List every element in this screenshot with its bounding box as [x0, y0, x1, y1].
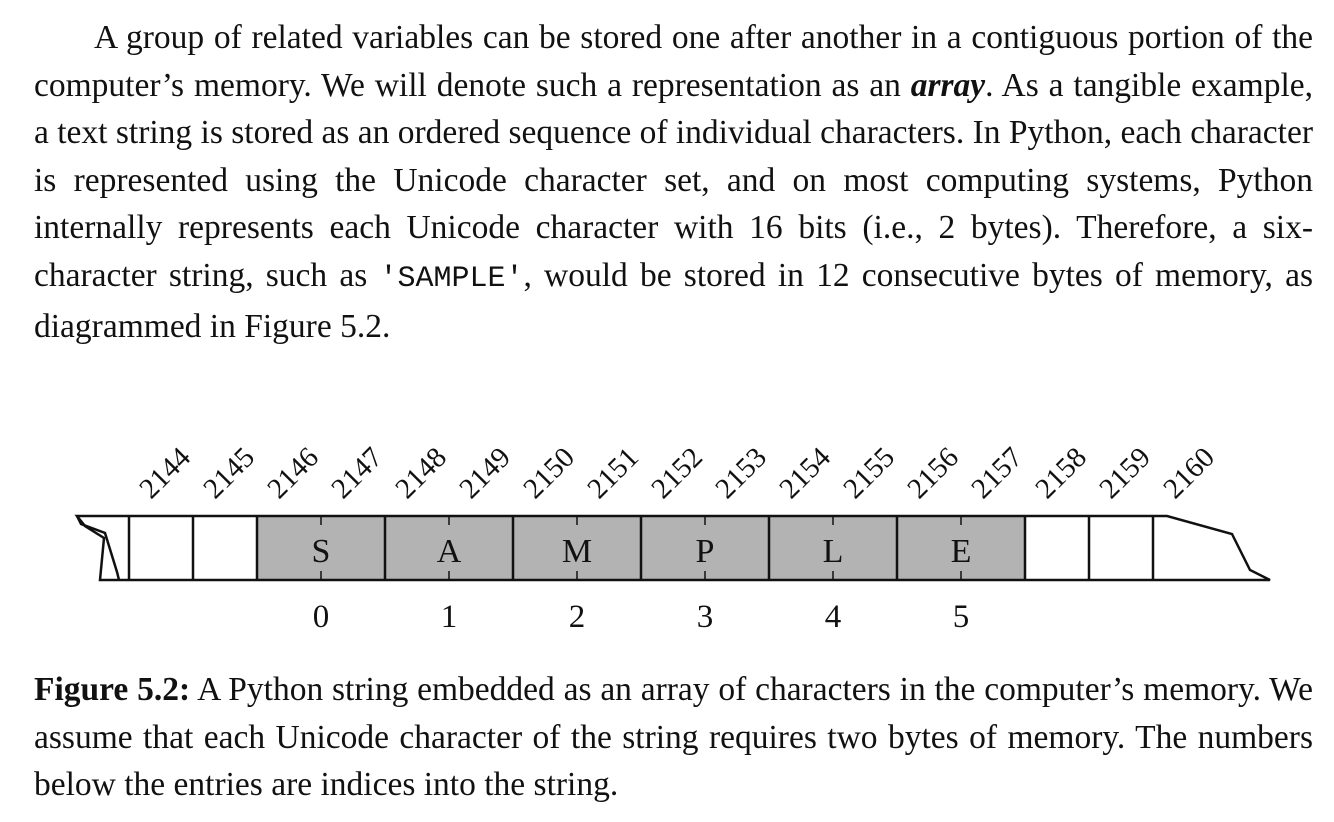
array-character: L	[823, 533, 844, 570]
array-index: 1	[441, 599, 458, 635]
address-label: 2144	[133, 441, 197, 505]
address-label: 2145	[197, 441, 261, 505]
figure-caption: Figure 5.2: A Python string embedded as …	[34, 666, 1313, 809]
address-label: 2146	[261, 441, 325, 505]
address-label: 2157	[965, 441, 1029, 505]
address-label: 2150	[517, 441, 581, 505]
address-label: 2158	[1029, 441, 1093, 505]
array-index: 5	[953, 599, 970, 635]
array-index: 0	[313, 599, 330, 635]
array-character: M	[562, 533, 592, 570]
address-label: 2151	[581, 441, 645, 505]
address-label: 2153	[709, 441, 773, 505]
caption-label: Figure 5.2:	[34, 671, 191, 708]
array-character: S	[312, 533, 331, 570]
address-label: 2155	[837, 441, 901, 505]
array-character: E	[951, 533, 972, 570]
torn-edge-left	[75, 515, 121, 581]
term-array: array	[910, 66, 986, 104]
address-label: 2156	[901, 441, 965, 505]
address-label: 2148	[389, 441, 453, 505]
array-character: A	[437, 533, 462, 570]
paragraph-text-2: . As a tangible example, a text string i…	[34, 66, 1314, 294]
address-label: 2159	[1093, 441, 1157, 505]
address-label: 2152	[645, 441, 709, 505]
array-index: 3	[697, 599, 714, 635]
array-index: 2	[569, 599, 586, 635]
body-paragraph: A group of related variables can be stor…	[34, 14, 1313, 351]
address-label: 2154	[773, 441, 837, 505]
caption-text: A Python string embedded as an array of …	[34, 671, 1313, 803]
paragraph-text-1: A group of related variables can be stor…	[34, 19, 1313, 104]
array-character: P	[696, 533, 715, 570]
address-label: 2160	[1157, 441, 1221, 505]
address-label: 2147	[325, 441, 389, 505]
code-sample-string: 'SAMPLE'	[379, 261, 524, 296]
address-label: 2149	[453, 441, 517, 505]
array-index: 4	[825, 599, 842, 635]
array-outline	[74, 514, 1271, 582]
paragraph-text-3: , would be stored in 12 consecutive byte…	[34, 256, 1313, 346]
